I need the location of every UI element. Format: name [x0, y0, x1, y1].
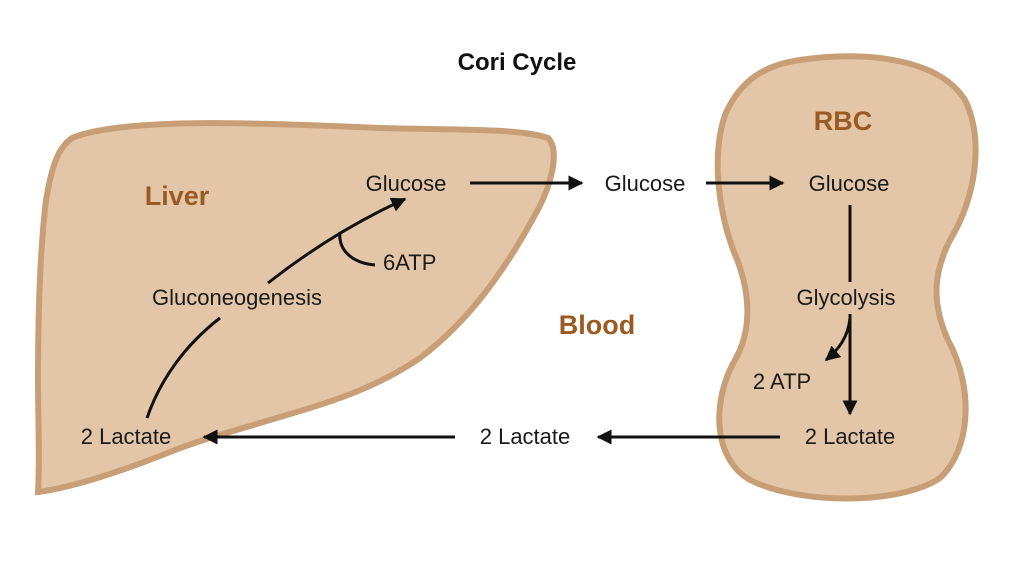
- liver-gluconeogenesis-label: Gluconeogenesis: [152, 285, 322, 310]
- diagram-title: Cori Cycle: [458, 49, 577, 76]
- arrow-6atp-input: [338, 231, 376, 267]
- arrow-lactate-to-gluconeogenesis: [145, 316, 221, 419]
- arrow-gluconeogenesis-to-glucose: [267, 197, 407, 285]
- arrow-glycolysis-to-2atp: [824, 317, 852, 362]
- liver-glucose-label: Glucose: [366, 171, 447, 196]
- blood-lactate-label: 2 Lactate: [480, 424, 571, 449]
- liver-lactate-label: 2 Lactate: [81, 424, 172, 449]
- region-label-blood: Blood: [559, 310, 635, 340]
- liver-shape: [34, 120, 557, 496]
- rbc-shape: [714, 53, 979, 502]
- rbc-glucose-label: Glucose: [809, 171, 890, 196]
- rbc-lactate-label: 2 Lactate: [805, 424, 896, 449]
- region-label-rbc: RBC: [814, 106, 873, 136]
- region-label-liver: Liver: [145, 181, 210, 211]
- blood-glucose-label: Glucose: [605, 171, 686, 196]
- rbc-glycolysis-label: Glycolysis: [796, 285, 895, 310]
- liver-6atp-label: 6ATP: [383, 250, 436, 275]
- rbc-2atp-label: 2 ATP: [753, 369, 811, 394]
